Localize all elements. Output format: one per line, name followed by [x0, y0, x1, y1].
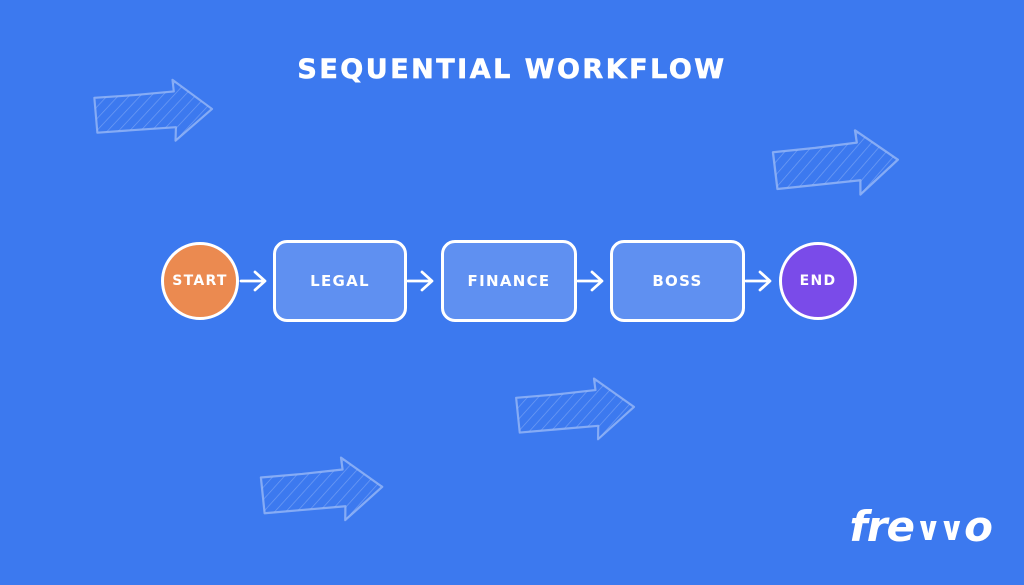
workflow-node-legal: LEGAL	[273, 240, 407, 322]
page-title: SEQUENTIAL WORKFLOW	[297, 54, 727, 86]
brand-logo-text: o	[964, 502, 993, 551]
sketch-arrow-icon	[770, 126, 902, 202]
workflow-node-end: END	[779, 242, 857, 320]
workflow-node-boss: BOSS	[610, 240, 745, 322]
node-label: FINANCE	[467, 272, 551, 290]
connector-arrow-icon	[744, 270, 772, 292]
sketch-arrow-icon	[258, 454, 385, 526]
workflow-node-start: START	[161, 242, 239, 320]
workflow-node-finance: FINANCE	[441, 240, 577, 322]
sketch-arrow-icon	[92, 77, 215, 145]
connector-arrow-icon	[406, 270, 434, 292]
brand-logo: fre∨∨o	[849, 502, 993, 551]
node-label: START	[172, 273, 228, 289]
brand-logo-checkmarks: ∨∨	[914, 510, 965, 548]
sketch-arrow-icon	[514, 375, 637, 445]
node-label: LEGAL	[310, 272, 370, 290]
brand-logo-text: fre	[849, 502, 914, 551]
node-label: BOSS	[652, 272, 703, 290]
node-label: END	[799, 273, 837, 289]
connector-arrow-icon	[576, 270, 604, 292]
connector-arrow-icon	[239, 270, 267, 292]
